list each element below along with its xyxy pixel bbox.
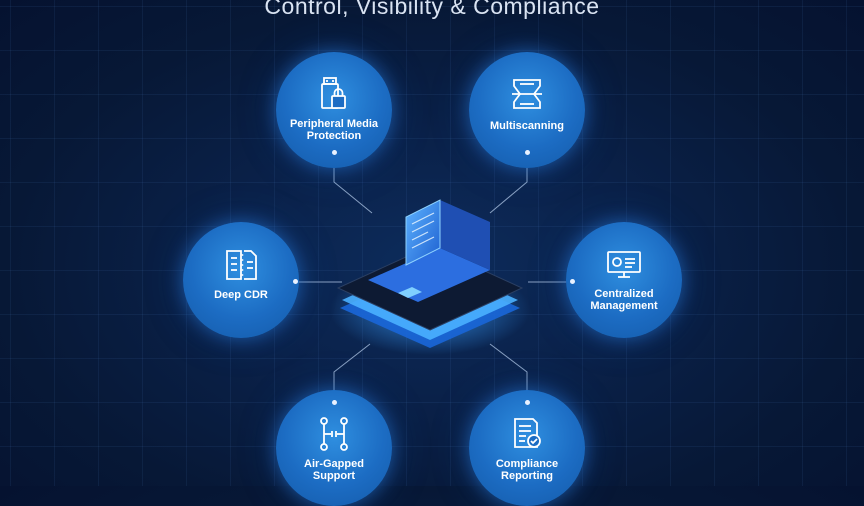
node-compliance-reporting[interactable]: Compliance Reporting [469,390,585,506]
connector-dot [332,150,337,155]
network-isolation-icon [320,417,348,451]
node-air-gapped-support[interactable]: Air-Gapped Support [276,390,392,506]
connector-dot [293,279,298,284]
page-title: Control, Visibility & Compliance [264,0,600,19]
connector-compliance [489,343,528,392]
node-peripheral-media-protection[interactable]: Peripheral Media Protection [276,52,392,168]
node-multiscanning[interactable]: Multiscanning [469,52,585,168]
node-label-line1: Deep CDR [214,289,268,301]
connector-dot [525,400,530,405]
node-label-line1: Compliance [495,458,559,470]
monitor-dashboard-icon [607,251,641,278]
node-label-line1: Centralized [594,288,654,300]
connector-dot [570,279,575,284]
node-label-line2: Protection [306,130,362,142]
scanner-icon [512,79,542,109]
document-filter-icon [226,250,257,280]
node-label-line2: Reporting [501,470,553,482]
node-label-line1: Air-Gapped [304,458,364,470]
node-centralized-management[interactable]: Centralized Management [566,222,682,338]
node-label-line2: Management [590,300,658,312]
connector-dot [525,150,530,155]
report-check-icon [514,418,541,448]
laptop-kiosk-icon [330,199,530,355]
usb-drive-lock-icon [321,77,346,109]
node-deep-cdr[interactable]: Deep CDR [183,222,299,338]
connector-air-gapped [333,343,371,392]
node-label-line1: Peripheral Media [289,118,379,130]
node-label-line1: Multiscanning [490,120,564,132]
node-label-line2: Support [312,470,356,482]
connector-dot [332,400,337,405]
